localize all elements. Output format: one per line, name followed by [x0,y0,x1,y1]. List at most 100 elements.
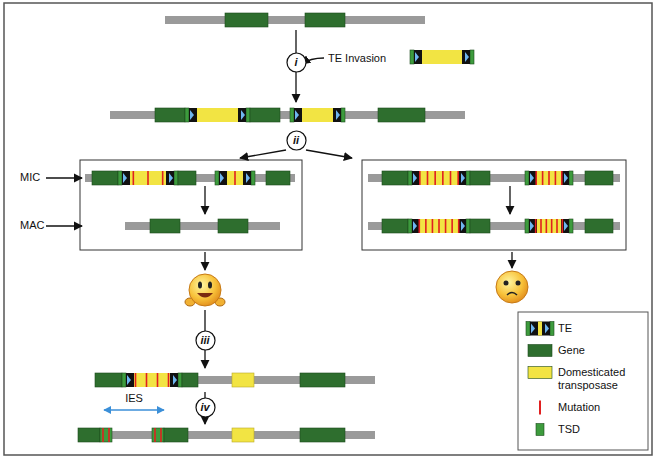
tsd-block [290,108,294,122]
gene-block [470,219,490,233]
mutation-mark [458,219,460,233]
smiley-eye [198,282,202,289]
tsd-block [408,171,412,185]
smiley-face [189,274,221,306]
mutation-mark [540,219,542,233]
te-body [294,108,341,122]
mutation-mark [102,428,104,442]
gene-block [470,171,490,185]
te-repeat [564,221,568,231]
tsd-block [466,219,470,233]
step-arrow [295,30,296,102]
te-core [197,108,238,122]
mutation-mark [548,171,550,185]
tsd-block [178,373,182,387]
mutation-mark [445,219,447,233]
mutation-mark [157,373,159,387]
mutation-mark [147,171,149,185]
mutation-mark [146,373,148,387]
step-circle: iii [195,330,216,351]
smiley-mouth [507,293,517,296]
gene-block [218,219,248,233]
legend-mutation-sample [539,401,541,415]
gene-block [300,428,345,442]
te-body [122,171,174,185]
gene-block [164,428,188,442]
chromosomes [78,13,620,442]
te-repeat [127,375,131,385]
te-repeat [246,173,250,183]
invasion-label: TE Invasion [328,52,386,65]
step-circle: i [286,52,307,73]
mutation-mark [427,171,429,185]
te-core [134,373,170,387]
circle-shape [196,398,215,417]
step-arrow [204,252,205,270]
step-arrow [306,150,352,158]
mutation-mark [432,219,434,233]
tsd-block [341,108,345,122]
step-arrow [46,177,82,178]
te-body [529,219,569,233]
gene-block [155,108,185,122]
mutation-mark [551,219,553,233]
legend-text: Gene [558,344,644,357]
mutation-mark [162,171,164,185]
frame [4,3,652,455]
happy-smiley [185,274,225,306]
tsd-block [470,50,474,64]
tsd-block [152,428,164,442]
legend-swatch [528,367,552,379]
te-core [537,171,561,185]
step-number: i [294,56,297,68]
mutation-mark [419,171,421,185]
te-repeat [190,110,194,120]
tsd-block [525,171,529,185]
te-core [302,108,333,122]
mutation-mark [562,219,564,233]
tsd-block [466,171,470,185]
mutation-mark [556,219,558,233]
compartment-label: MIC [20,171,40,184]
te-repeat [465,52,469,62]
arrows [46,30,512,424]
gene-block [225,13,268,27]
step-number: iii [200,334,209,346]
te-repeat [413,173,417,183]
te-repeat [295,110,299,120]
tsd-block [122,373,126,387]
gene-block [95,373,122,387]
te-body [189,108,246,122]
te-repeat [169,173,173,183]
step-number: iv [200,401,209,413]
te-repeat [461,173,465,183]
legend-swatch [528,345,552,357]
te-body [412,171,466,185]
mutation-mark [168,373,170,387]
gene-block [305,13,345,27]
legend-box [518,312,648,450]
te-repeat [413,221,417,231]
gene-block [382,219,408,233]
legend-text: TSD [558,423,644,436]
mic-mac-box [362,160,626,250]
gene-block [150,219,180,233]
te-repeat [336,110,340,120]
te-repeat [531,324,535,334]
tsd-block [569,219,573,233]
gene-block [300,373,345,387]
mutation-mark [425,219,427,233]
tsd-block [118,171,122,185]
mutation-mark [442,171,444,185]
tsd-block [569,171,573,185]
tsd-block [215,171,219,185]
mutation-mark [438,219,440,233]
gene-block [78,428,100,442]
tsd-block [525,219,529,233]
step-arrow [509,186,510,214]
te-body [529,171,569,185]
te-repeat [415,52,419,62]
mutation-mark [108,428,110,442]
